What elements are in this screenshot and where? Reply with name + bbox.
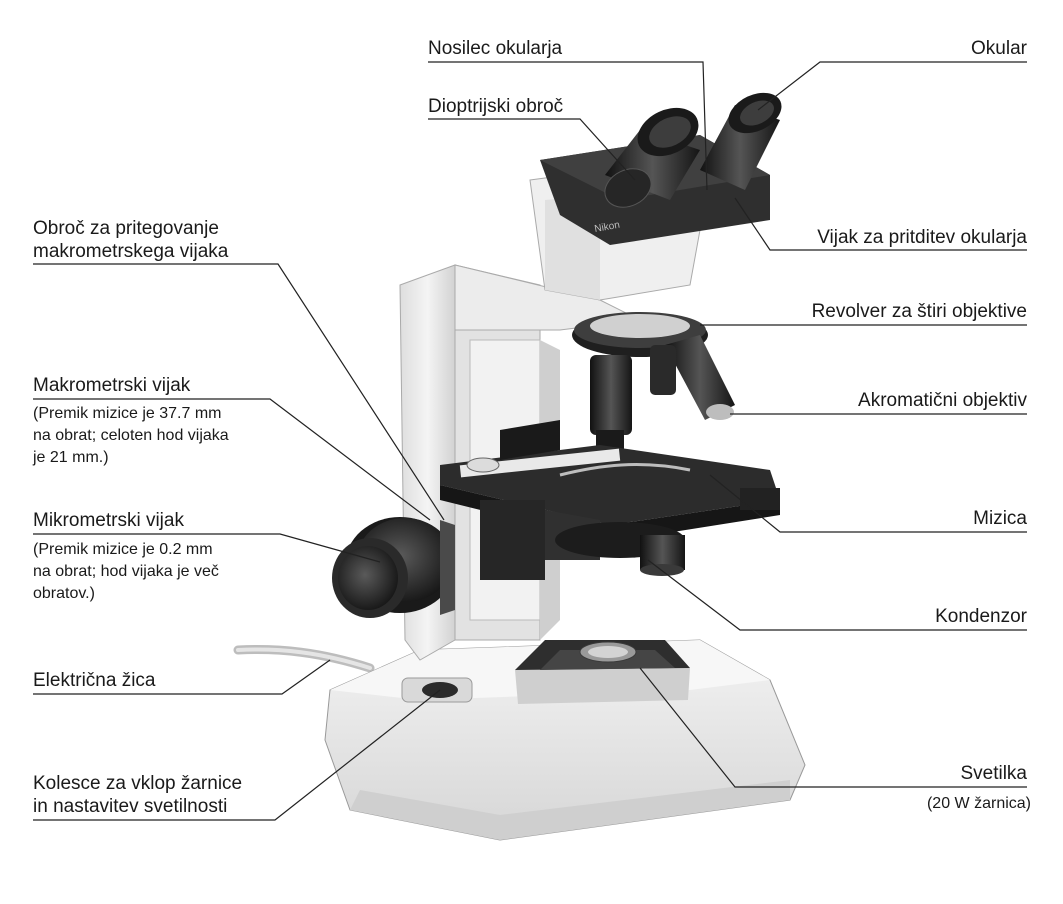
label-eyepiece-clamp-screw: Vijak za pritditev okularja — [817, 227, 1027, 248]
eyepiece-left — [604, 107, 700, 208]
label-eyepiece: Okular — [971, 38, 1027, 59]
label-coarse-tension-ring-line2: makrometrskega vijaka — [33, 241, 229, 262]
note-coarse-focus-line2: na obrat; celoten hod vijaka — [33, 427, 229, 444]
note-fine-focus-line1: (Premik mizice je 0.2 mm — [33, 541, 213, 558]
label-coarse-focus: Makrometrski vijak — [33, 375, 191, 396]
eyepiece-right — [700, 92, 782, 190]
label-fine-focus: Mikrometrski vijak — [33, 510, 184, 531]
label-eyepiece-holder: Nosilec okularja — [428, 38, 563, 59]
brand-logo: Nikon — [594, 220, 621, 235]
label-lamp: Svetilka — [960, 763, 1027, 784]
note-lamp: (20 W žarnica) — [926, 795, 1031, 812]
label-diopter-ring: Dioptrijski obroč — [428, 96, 564, 117]
note-fine-focus-line2: na obrat; hod vijaka je več — [33, 563, 219, 580]
objective-lenses — [590, 335, 735, 455]
leader-lines — [33, 61, 1027, 821]
lamp-housing — [515, 640, 690, 704]
label-achromatic-objective: Akromatični objektiv — [858, 390, 1027, 411]
label-dimmer-wheel-line1: Kolesce za vklop žarnice — [33, 773, 243, 794]
label-coarse-tension-ring-line1: Obroč za pritegovanje — [33, 218, 219, 239]
label-condenser: Kondenzor — [935, 606, 1027, 627]
dimmer-wheel — [401, 677, 473, 703]
condenser — [480, 500, 685, 580]
label-stage: Mizica — [973, 508, 1027, 529]
label-revolver: Revolver za štiri objektive — [811, 301, 1027, 322]
label-power-cord: Električna žica — [33, 670, 156, 691]
focus-knobs — [332, 517, 455, 618]
note-coarse-focus-line3: je 21 mm.) — [33, 449, 109, 466]
power-cord — [233, 645, 375, 673]
note-coarse-focus-line1: (Premik mizice je 37.7 mm — [33, 405, 222, 422]
note-fine-focus-line3: obratov.) — [33, 585, 95, 602]
label-dimmer-wheel-line2: in nastavitev svetilnosti — [33, 796, 228, 817]
